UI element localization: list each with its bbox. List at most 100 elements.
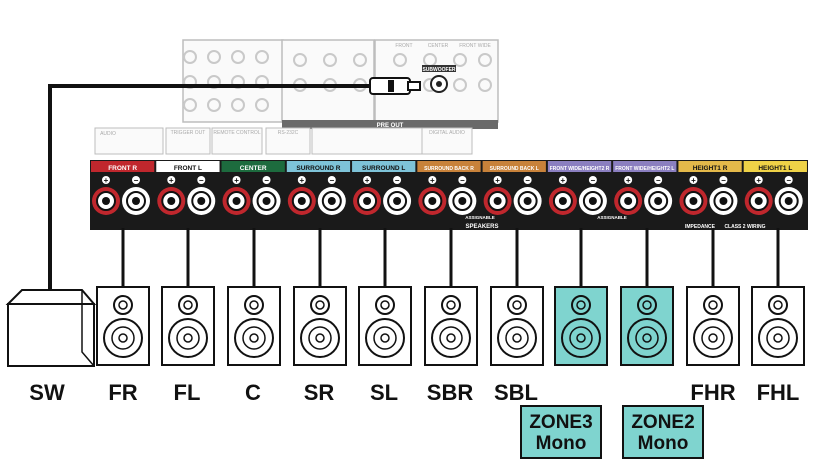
faded-jack — [453, 78, 467, 92]
channel-label: SURROUND BACK L — [490, 166, 539, 172]
tweeter-dome — [642, 300, 652, 310]
minus-marker — [327, 176, 336, 184]
positive-terminal-core — [754, 197, 763, 205]
zone-speaker — [620, 286, 674, 366]
faded-jack — [183, 50, 197, 64]
speaker-label-fhr: FHR — [690, 380, 736, 405]
negative-terminal-core — [719, 197, 728, 205]
minus-marker — [654, 176, 663, 184]
faded-jack — [453, 53, 467, 67]
woofer-cap — [708, 333, 718, 343]
class2-wiring-label: CLASS 2 WIRING — [724, 224, 765, 230]
subwoofer-label-bar — [422, 65, 456, 72]
assignable-label: ASSIGNABLE — [597, 215, 627, 220]
positive-terminal-core — [558, 197, 567, 205]
woofer-cap — [642, 333, 652, 343]
plus-marker — [754, 176, 763, 184]
channel-label-bar — [91, 161, 155, 172]
tweeter-dome — [380, 300, 390, 310]
faded-jack — [353, 53, 367, 67]
speaker-label-fr: FR — [108, 380, 138, 405]
tweeter-dome — [118, 300, 128, 310]
channel-label-bar — [743, 161, 807, 172]
tweeter-dome — [512, 300, 522, 310]
faded-jack — [255, 50, 269, 64]
minus-sign: − — [460, 176, 465, 185]
speaker-label-sl: SL — [369, 380, 399, 405]
channel-label-bar — [221, 161, 285, 172]
plus-sign: + — [430, 176, 435, 185]
speaker — [293, 286, 347, 366]
subwoofer-body — [7, 303, 95, 367]
negative-terminal-core — [197, 197, 206, 205]
minus-sign: − — [199, 176, 204, 185]
speaker — [751, 286, 805, 366]
negative-terminal-core — [393, 197, 402, 205]
channel-label-bar — [417, 161, 481, 172]
plus-sign: + — [104, 176, 109, 185]
positive-terminal-core — [297, 197, 306, 205]
speaker-label-sw: SW — [29, 380, 65, 405]
subwoofer-pre-out-label: SUBWOOFER — [422, 67, 455, 73]
tweeter-dome — [708, 300, 718, 310]
channel-label: FRONT L — [174, 165, 202, 172]
positive-terminal-core — [363, 197, 372, 205]
faded-rs232-label: RS-232C — [278, 130, 299, 136]
minus-sign: − — [264, 176, 269, 185]
speaker-label-sr: SR — [303, 380, 335, 405]
channel-label: SURROUND L — [362, 165, 405, 172]
speaker-label-c: C — [245, 380, 261, 405]
plus-marker — [102, 176, 110, 184]
plus-marker — [297, 176, 306, 184]
speaker — [490, 286, 544, 366]
subwoofer — [5, 289, 97, 367]
zone2-label: ZONE2 — [631, 412, 695, 433]
channel-label-bar — [286, 161, 351, 172]
speaker — [424, 286, 478, 366]
subwoofer-edge — [81, 290, 95, 367]
negative-terminal-core — [327, 197, 336, 205]
plus-sign: + — [691, 176, 696, 185]
woofer-cap — [773, 333, 783, 343]
zone2-mono-box: ZONE2 Mono — [622, 405, 704, 459]
channel-label-bar — [678, 161, 742, 172]
speaker — [358, 286, 412, 366]
plus-sign: + — [756, 176, 761, 185]
speaker-terminal-strip: FRONT R+−FRONT L+−CENTER+−SURROUND R+−SU… — [90, 160, 808, 230]
woofer-cap — [183, 333, 193, 343]
speaker — [686, 286, 740, 366]
faded-jack — [323, 53, 337, 67]
faded-remote-box — [211, 127, 263, 155]
faded-digital-box — [421, 127, 473, 155]
minus-sign: − — [329, 176, 334, 185]
zone3-mode: Mono — [535, 433, 587, 454]
minus-marker — [197, 176, 206, 184]
minus-marker — [523, 176, 532, 184]
plus-sign: + — [169, 176, 174, 185]
woofer-cap — [249, 333, 259, 343]
tweeter-dome — [315, 300, 325, 310]
faded-jack — [255, 98, 269, 112]
plus-marker — [232, 176, 241, 184]
plus-sign: + — [495, 176, 500, 185]
minus-marker — [458, 176, 467, 184]
faded-jack — [207, 98, 221, 112]
channel-label: SURROUND BACK R — [424, 166, 474, 172]
impedance-label: IMPEDANCE — [685, 224, 716, 230]
upper-front-label: FRONT — [395, 43, 412, 49]
plus-sign: + — [626, 176, 631, 185]
tweeter-dome — [446, 300, 456, 310]
positive-terminal-core — [232, 197, 241, 205]
minus-sign: − — [786, 176, 791, 185]
minus-marker — [262, 176, 271, 184]
minus-marker — [784, 176, 793, 184]
channel-label-bar — [547, 161, 612, 172]
upper-front-wide-label: FRONT WIDE — [459, 43, 491, 49]
woofer-cap — [118, 333, 128, 343]
positive-terminal-core — [428, 197, 437, 205]
minus-sign: − — [591, 176, 596, 185]
minus-marker — [719, 176, 728, 184]
minus-marker — [588, 176, 597, 184]
negative-terminal-core — [523, 197, 532, 205]
